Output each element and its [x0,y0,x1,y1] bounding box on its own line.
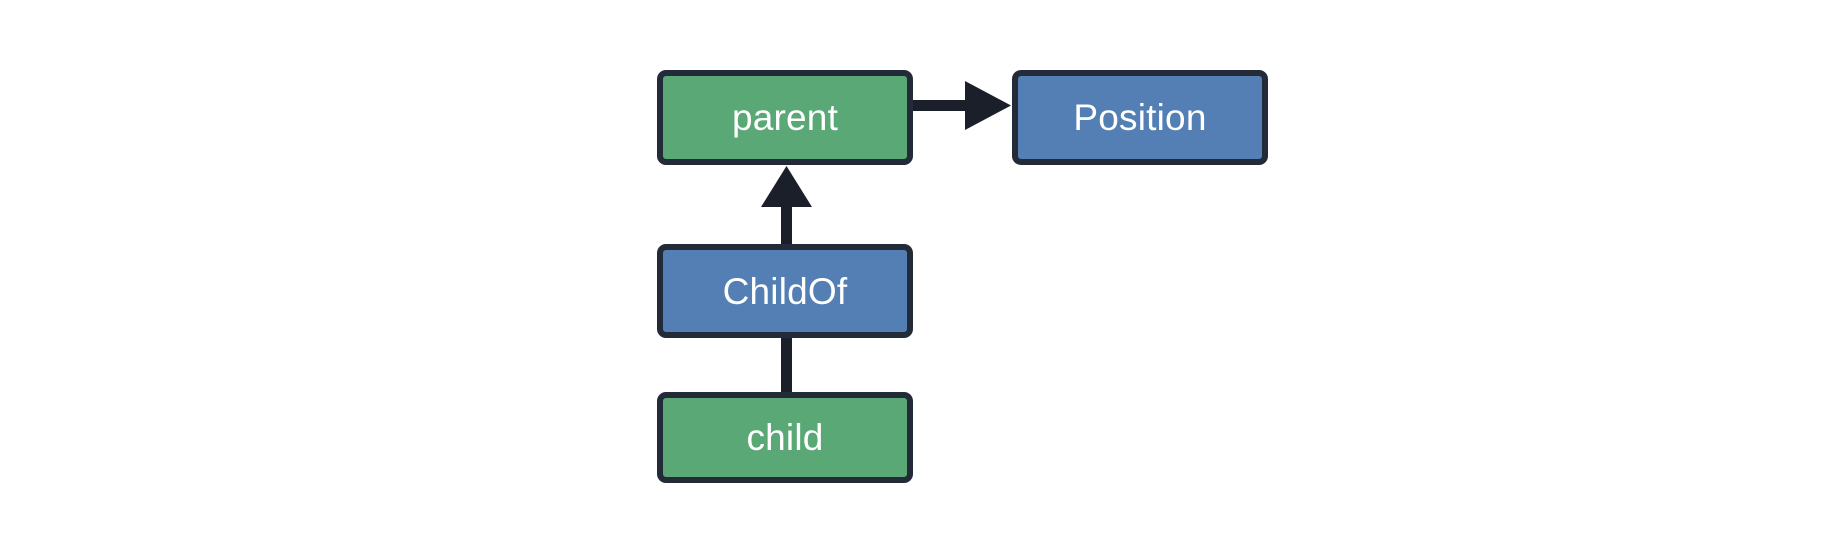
edge-parent-to-position [913,81,1011,130]
node-childof[interactable]: ChildOf [657,244,913,338]
edge-parent-to-position-arrowhead [965,81,1011,130]
edge-parent-to-position-shaft [913,100,968,111]
edge-childof-to-parent [761,166,812,245]
edge-child-to-childof-shaft [781,336,792,394]
node-child[interactable]: child [657,392,913,483]
node-parent[interactable]: parent [657,70,913,165]
edge-childof-to-parent-arrowhead [761,166,812,207]
node-position-label: Position [1073,97,1207,138]
node-childof-label: ChildOf [722,270,848,312]
edge-childof-to-parent-shaft [781,203,792,245]
node-child-label: child [746,417,824,458]
edge-child-to-childof [781,336,792,394]
node-position[interactable]: Position [1012,70,1268,165]
node-parent-label: parent [731,97,839,138]
